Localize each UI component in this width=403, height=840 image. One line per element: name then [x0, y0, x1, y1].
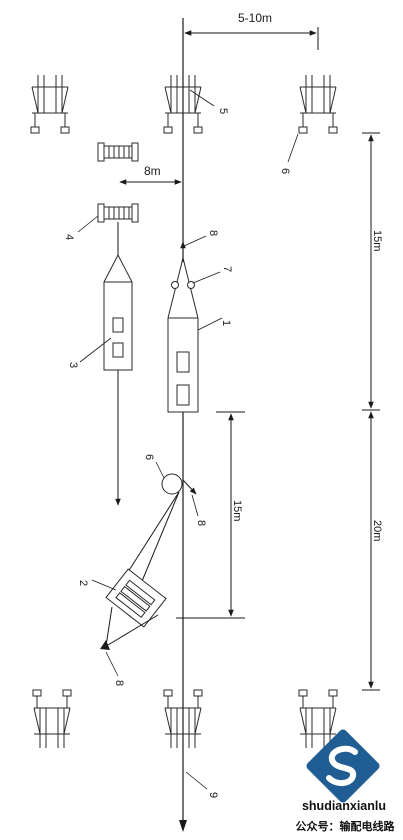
anchor-8-bottom-line-a — [105, 606, 113, 647]
callout-6-top: 6 — [279, 168, 291, 174]
equipment-2-leader — [91, 579, 117, 591]
right-dim-label-lower: 20m — [371, 520, 383, 541]
equipment-3-box-a — [112, 317, 124, 333]
equipment-1-body — [167, 257, 199, 413]
pulley-6-middle-leader — [155, 461, 165, 479]
anchor-8-top-leader — [183, 235, 207, 247]
callout-3: 3 — [67, 362, 79, 368]
equipment-1-box-a — [176, 351, 190, 373]
callout-9: 9 — [207, 792, 219, 798]
watermark-logo — [306, 729, 380, 803]
callout-7: 7 — [221, 266, 233, 272]
anchor-8-mid-leader — [191, 494, 199, 517]
callout-1: 1 — [220, 320, 232, 326]
right-dim-label-upper: 15m — [371, 230, 383, 251]
equipment-2-body — [105, 568, 167, 628]
callout-4: 4 — [63, 234, 75, 240]
callout-8-bottom: 8 — [113, 680, 125, 686]
callout-2: 2 — [77, 580, 89, 586]
callout-8-top: 8 — [207, 230, 219, 236]
cable-to-equipment-2-a — [127, 491, 180, 573]
anchor-8-bottom-leader — [105, 651, 119, 677]
callout-6-middle: 6 — [143, 454, 155, 460]
reel-upper — [97, 142, 139, 162]
equipment-7-pulley-left — [171, 281, 179, 289]
pulley-6-middle — [161, 473, 183, 495]
callout-5: 5 — [217, 108, 229, 114]
reel-lower — [97, 203, 139, 223]
equipment-3-leader — [79, 337, 112, 363]
tower-5-leader — [189, 89, 215, 107]
tower-bottom-right — [298, 689, 338, 749]
cable-to-equipment-2-b — [139, 491, 180, 587]
anchor-8-bottom-arrowhead — [100, 640, 110, 650]
anchor-8-mid-arrow — [182, 479, 197, 495]
equipment-1-box-b — [176, 384, 190, 406]
watermark-account: 公众号：输配电线路 — [295, 820, 395, 833]
vertical-dim-label: 15m — [231, 500, 243, 521]
top-dim-label: 5-10m — [238, 11, 272, 25]
line-9-leader — [185, 771, 208, 790]
equipment-3-box-b — [112, 342, 124, 358]
reel-4-leader — [77, 215, 99, 233]
anchor-8-bottom-line-b — [107, 614, 159, 646]
side-dim-label: 8m — [144, 164, 161, 178]
tower-bottom-left — [32, 689, 72, 749]
pulley-6-top-leader — [287, 133, 299, 163]
tower-top-right — [298, 74, 338, 134]
equipment-7-pulley-right — [187, 281, 195, 289]
equipment-3-body — [103, 253, 133, 371]
equipment-7-leader — [192, 271, 221, 284]
watermark-brand: shudianxianlu — [301, 799, 387, 813]
main-line-arrow-bottom — [179, 820, 187, 832]
tower-top-left — [30, 74, 70, 134]
equipment-1-leader — [197, 317, 223, 331]
callout-8-middle: 8 — [195, 520, 207, 526]
